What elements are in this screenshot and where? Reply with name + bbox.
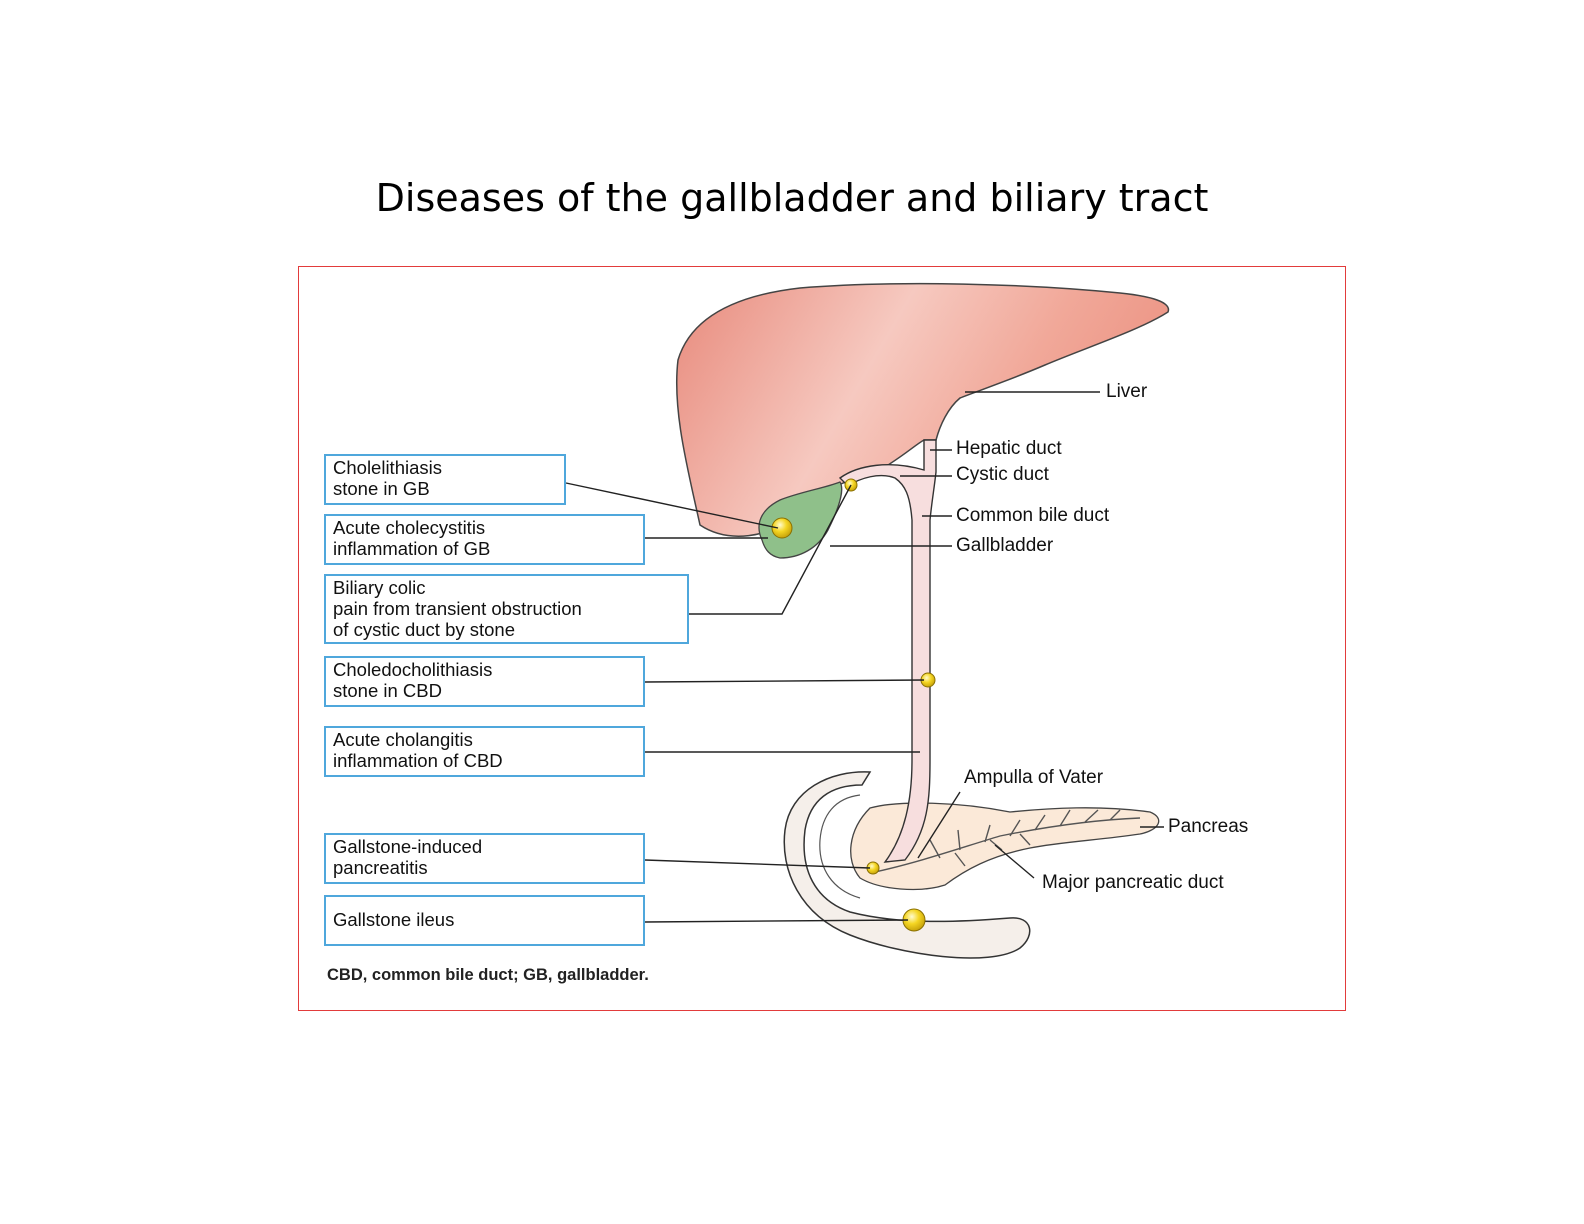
label-common-bile-duct: Common bile duct <box>956 505 1110 526</box>
condition-box-gallstone-pancreatitis: Gallstone-induced pancreatitis <box>324 833 645 884</box>
condition-name: Gallstone-induced <box>333 836 483 857</box>
condition-leader-lines <box>565 482 925 923</box>
pancreas-shape <box>850 802 1160 891</box>
condition-desc: stone in CBD <box>333 680 442 701</box>
condition-name: Cholelithiasis <box>333 457 442 478</box>
label-gallbladder: Gallbladder <box>956 535 1054 556</box>
condition-name: Acute cholecystitis <box>333 517 486 538</box>
condition-desc: pancreatitis <box>333 857 428 878</box>
label-pancreas: Pancreas <box>1168 816 1249 837</box>
condition-desc-2: of cystic duct by stone <box>333 619 516 640</box>
label-cystic-duct: Cystic duct <box>956 464 1049 485</box>
figure-frame <box>298 266 1346 1011</box>
label-major-pancreatic-duct: Major pancreatic duct <box>1042 872 1224 893</box>
condition-name: Acute cholangitis <box>333 729 473 750</box>
condition-box-choledocholithiasis: Choledocholithiasis stone in CBD <box>324 656 645 707</box>
condition-box-acute-cholecystitis: Acute cholecystitis inflammation of GB <box>324 514 645 565</box>
label-hepatic-duct: Hepatic duct <box>956 438 1062 459</box>
duodenum-shape <box>783 771 1031 959</box>
condition-box-gallstone-ileus: Gallstone ileus <box>324 895 645 946</box>
condition-box-biliary-colic: Biliary colic pain from transient obstru… <box>324 574 689 644</box>
stone-gallbladder <box>771 517 793 539</box>
footnote: CBD, common bile duct; GB, gallbladder. <box>327 966 649 984</box>
common-bile-duct-shape <box>838 439 937 863</box>
condition-name: Biliary colic <box>333 577 426 598</box>
condition-desc: stone in GB <box>333 478 430 499</box>
label-liver: Liver <box>1106 381 1148 402</box>
condition-name: Gallstone ileus <box>333 909 455 930</box>
gallbladder-shape <box>758 481 843 559</box>
condition-box-acute-cholangitis: Acute cholangitis inflammation of CBD <box>324 726 645 777</box>
anatomy-leader-lines <box>830 391 1164 879</box>
condition-desc: inflammation of CBD <box>333 750 503 771</box>
condition-box-cholelithiasis: Cholelithiasis stone in GB <box>324 454 566 505</box>
slide-title: Diseases of the gallbladder and biliary … <box>375 176 1209 220</box>
duodenum-inner <box>819 794 861 899</box>
label-ampulla-of-vater: Ampulla of Vater <box>964 767 1104 788</box>
condition-desc: inflammation of GB <box>333 538 491 559</box>
condition-name: Choledocholithiasis <box>333 659 493 680</box>
condition-desc: pain from transient obstruction <box>333 598 582 619</box>
